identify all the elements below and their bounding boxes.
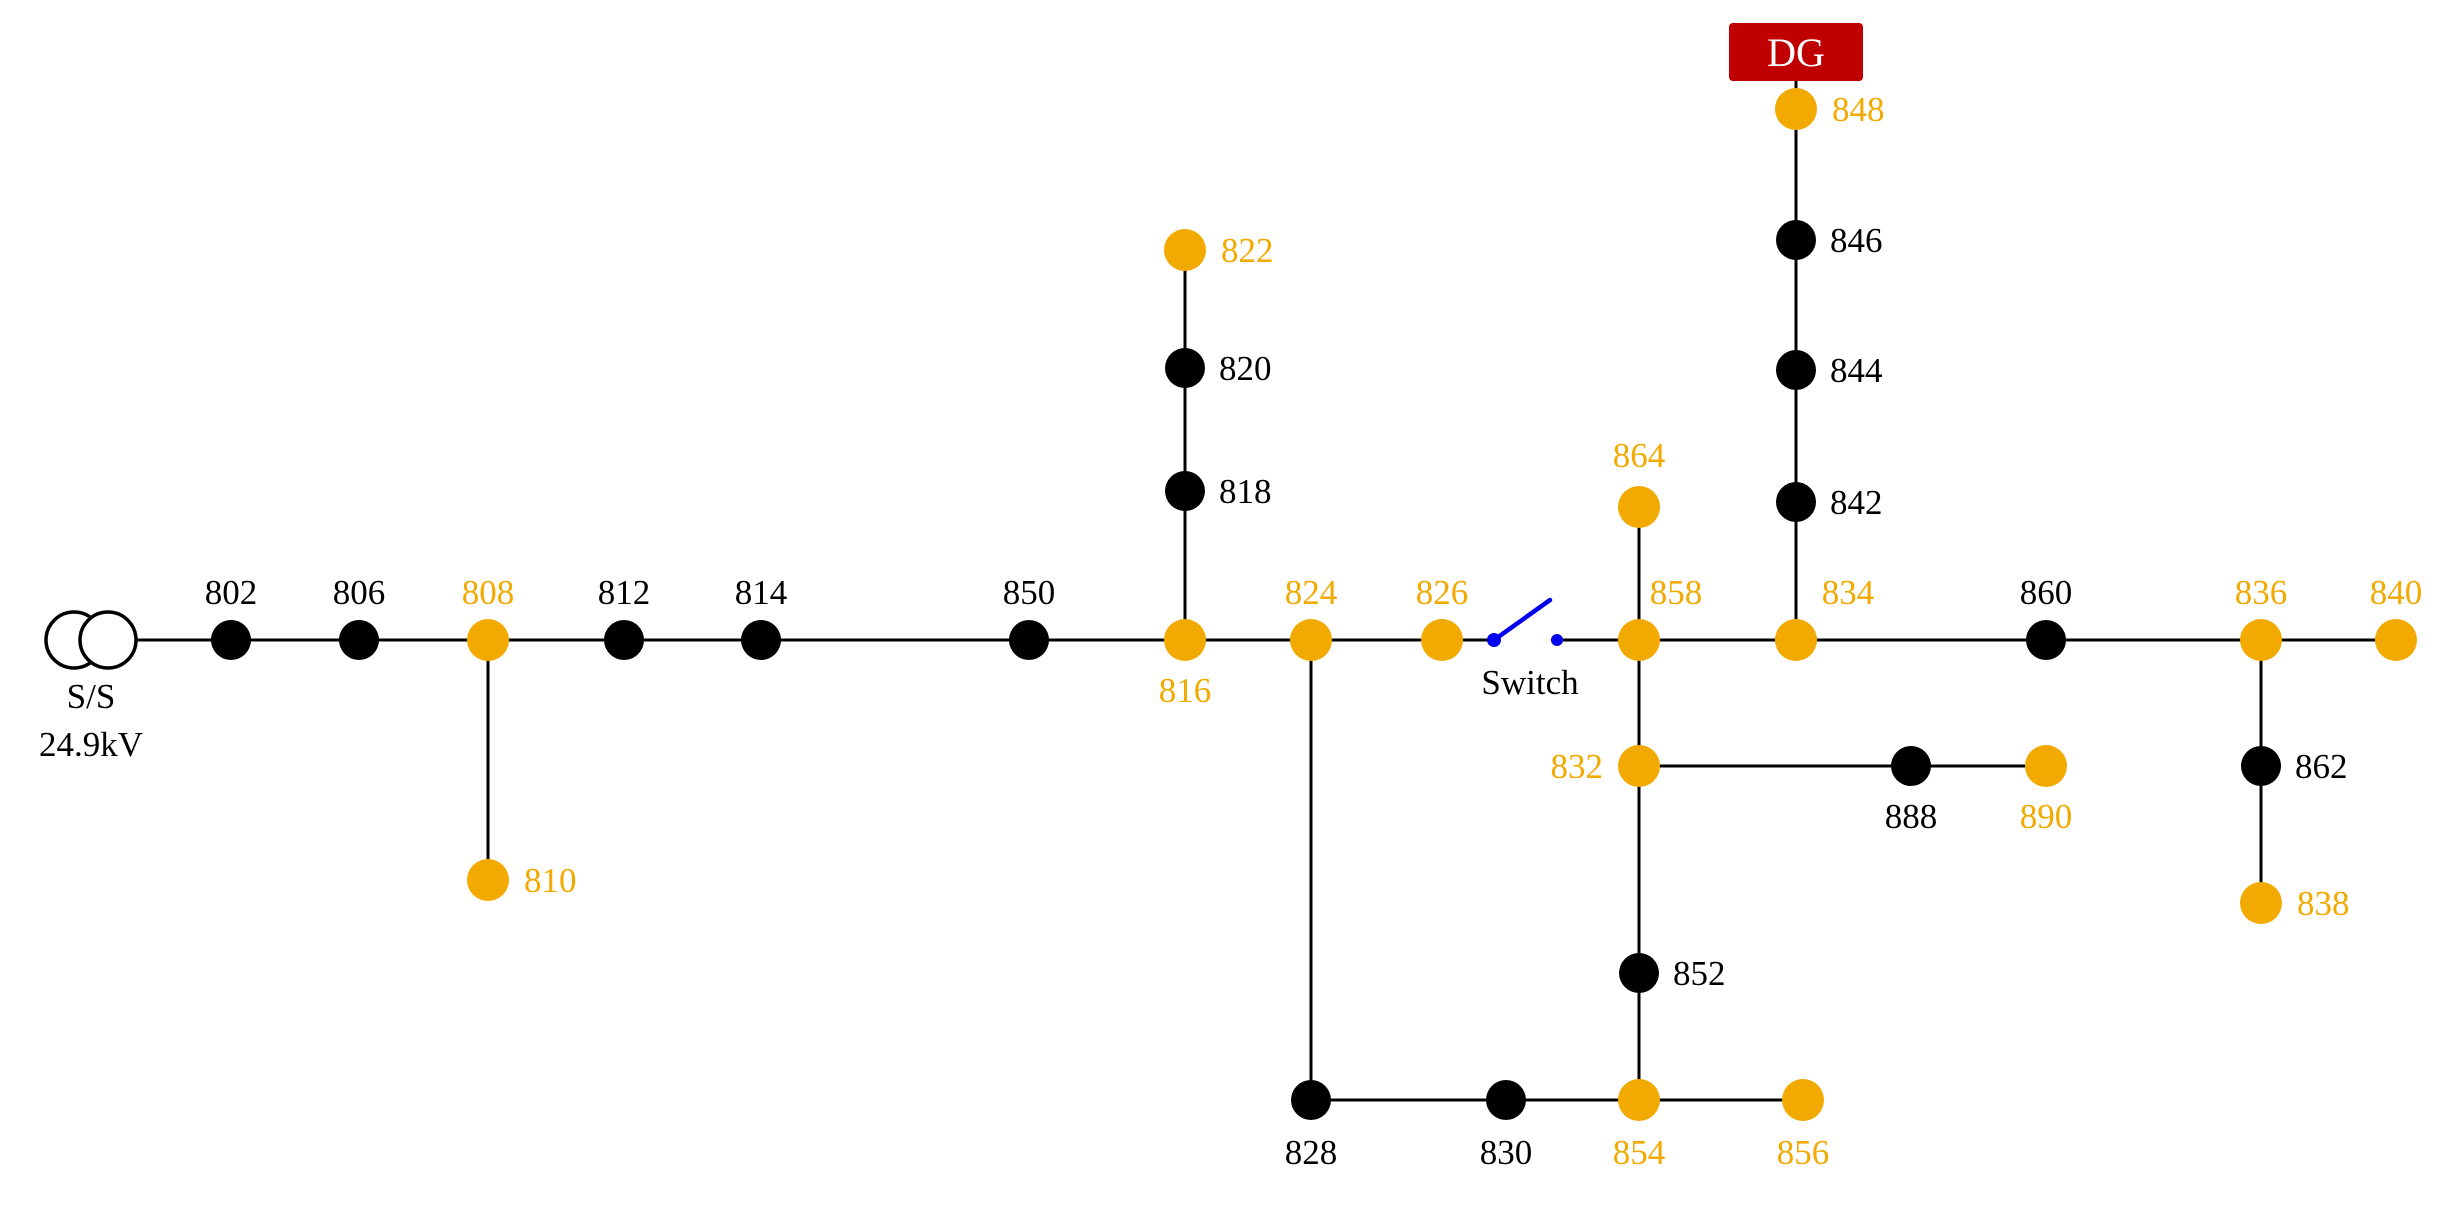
bus-label-844: 844 (1830, 351, 1883, 390)
substation-label-1: 24.9kV (39, 725, 143, 764)
bus-node-814 (741, 620, 781, 660)
bus-label-854: 854 (1613, 1133, 1666, 1172)
dg-box (1729, 23, 1863, 81)
bus-node-832 (1618, 745, 1660, 787)
bus-node-856 (1782, 1079, 1824, 1121)
bus-label-814: 814 (735, 573, 788, 612)
bus-node-860 (2026, 620, 2066, 660)
bus-label-812: 812 (598, 573, 651, 612)
bus-label-856: 856 (1777, 1133, 1830, 1172)
bus-node-836 (2240, 619, 2282, 661)
bus-node-812 (604, 620, 644, 660)
bus-label-802: 802 (205, 573, 258, 612)
bus-label-848: 848 (1832, 90, 1885, 129)
bus-node-852 (1619, 953, 1659, 993)
bus-label-832: 832 (1551, 747, 1604, 786)
bus-node-828 (1291, 1080, 1331, 1120)
substation-symbol-circle-1 (78, 610, 138, 670)
bus-label-810: 810 (524, 861, 577, 900)
bus-label-816: 816 (1159, 671, 1212, 710)
bus-label-824: 824 (1285, 573, 1338, 612)
bus-label-890: 890 (2020, 797, 2073, 836)
bus-label-806: 806 (333, 573, 386, 612)
bus-node-818 (1165, 471, 1205, 511)
switch-contact-0[interactable] (1487, 633, 1501, 647)
switch-label: Switch (1481, 663, 1579, 702)
bus-label-828: 828 (1285, 1133, 1338, 1172)
bus-label-860: 860 (2020, 573, 2073, 612)
bus-node-824 (1290, 619, 1332, 661)
bus-label-822: 822 (1221, 231, 1274, 270)
bus-label-808: 808 (462, 573, 515, 612)
bus-node-808 (467, 619, 509, 661)
bus-node-842 (1776, 482, 1816, 522)
bus-label-888: 888 (1885, 797, 1938, 836)
bus-label-830: 830 (1480, 1133, 1533, 1172)
bus-node-820 (1165, 348, 1205, 388)
bus-node-864 (1618, 486, 1660, 528)
bus-label-852: 852 (1673, 954, 1726, 993)
bus-node-850 (1009, 620, 1049, 660)
bus-label-858: 858 (1650, 573, 1703, 612)
bus-node-830 (1486, 1080, 1526, 1120)
bus-label-818: 818 (1219, 472, 1272, 511)
bus-node-816 (1164, 619, 1206, 661)
bus-node-826 (1421, 619, 1463, 661)
bus-node-806 (339, 620, 379, 660)
bus-node-890 (2025, 745, 2067, 787)
bus-node-802 (211, 620, 251, 660)
bus-label-862: 862 (2295, 747, 2348, 786)
bus-label-850: 850 (1003, 573, 1056, 612)
bus-node-840 (2375, 619, 2417, 661)
bus-label-836: 836 (2235, 573, 2288, 612)
bus-label-834: 834 (1822, 573, 1875, 612)
bus-node-888 (1891, 746, 1931, 786)
bus-label-826: 826 (1416, 573, 1469, 612)
bus-label-846: 846 (1830, 221, 1883, 260)
bus-label-840: 840 (2370, 573, 2423, 612)
bus-node-862 (2241, 746, 2281, 786)
bus-label-820: 820 (1219, 349, 1272, 388)
bus-node-838 (2240, 882, 2282, 924)
bus-node-848 (1775, 88, 1817, 130)
bus-label-838: 838 (2297, 884, 2350, 923)
bus-node-822 (1164, 229, 1206, 271)
bus-node-810 (467, 859, 509, 901)
bus-node-834 (1775, 619, 1817, 661)
bus-node-854 (1618, 1079, 1660, 1121)
bus-label-864: 864 (1613, 436, 1666, 475)
bus-label-842: 842 (1830, 483, 1883, 522)
substation-label-0: S/S (67, 677, 116, 716)
bus-node-846 (1776, 220, 1816, 260)
dg-label: DG (1767, 30, 1825, 75)
switch-contact-1[interactable] (1551, 634, 1563, 646)
bus-node-858 (1618, 619, 1660, 661)
switch-blade[interactable] (1491, 597, 1553, 643)
bus-node-844 (1776, 350, 1816, 390)
